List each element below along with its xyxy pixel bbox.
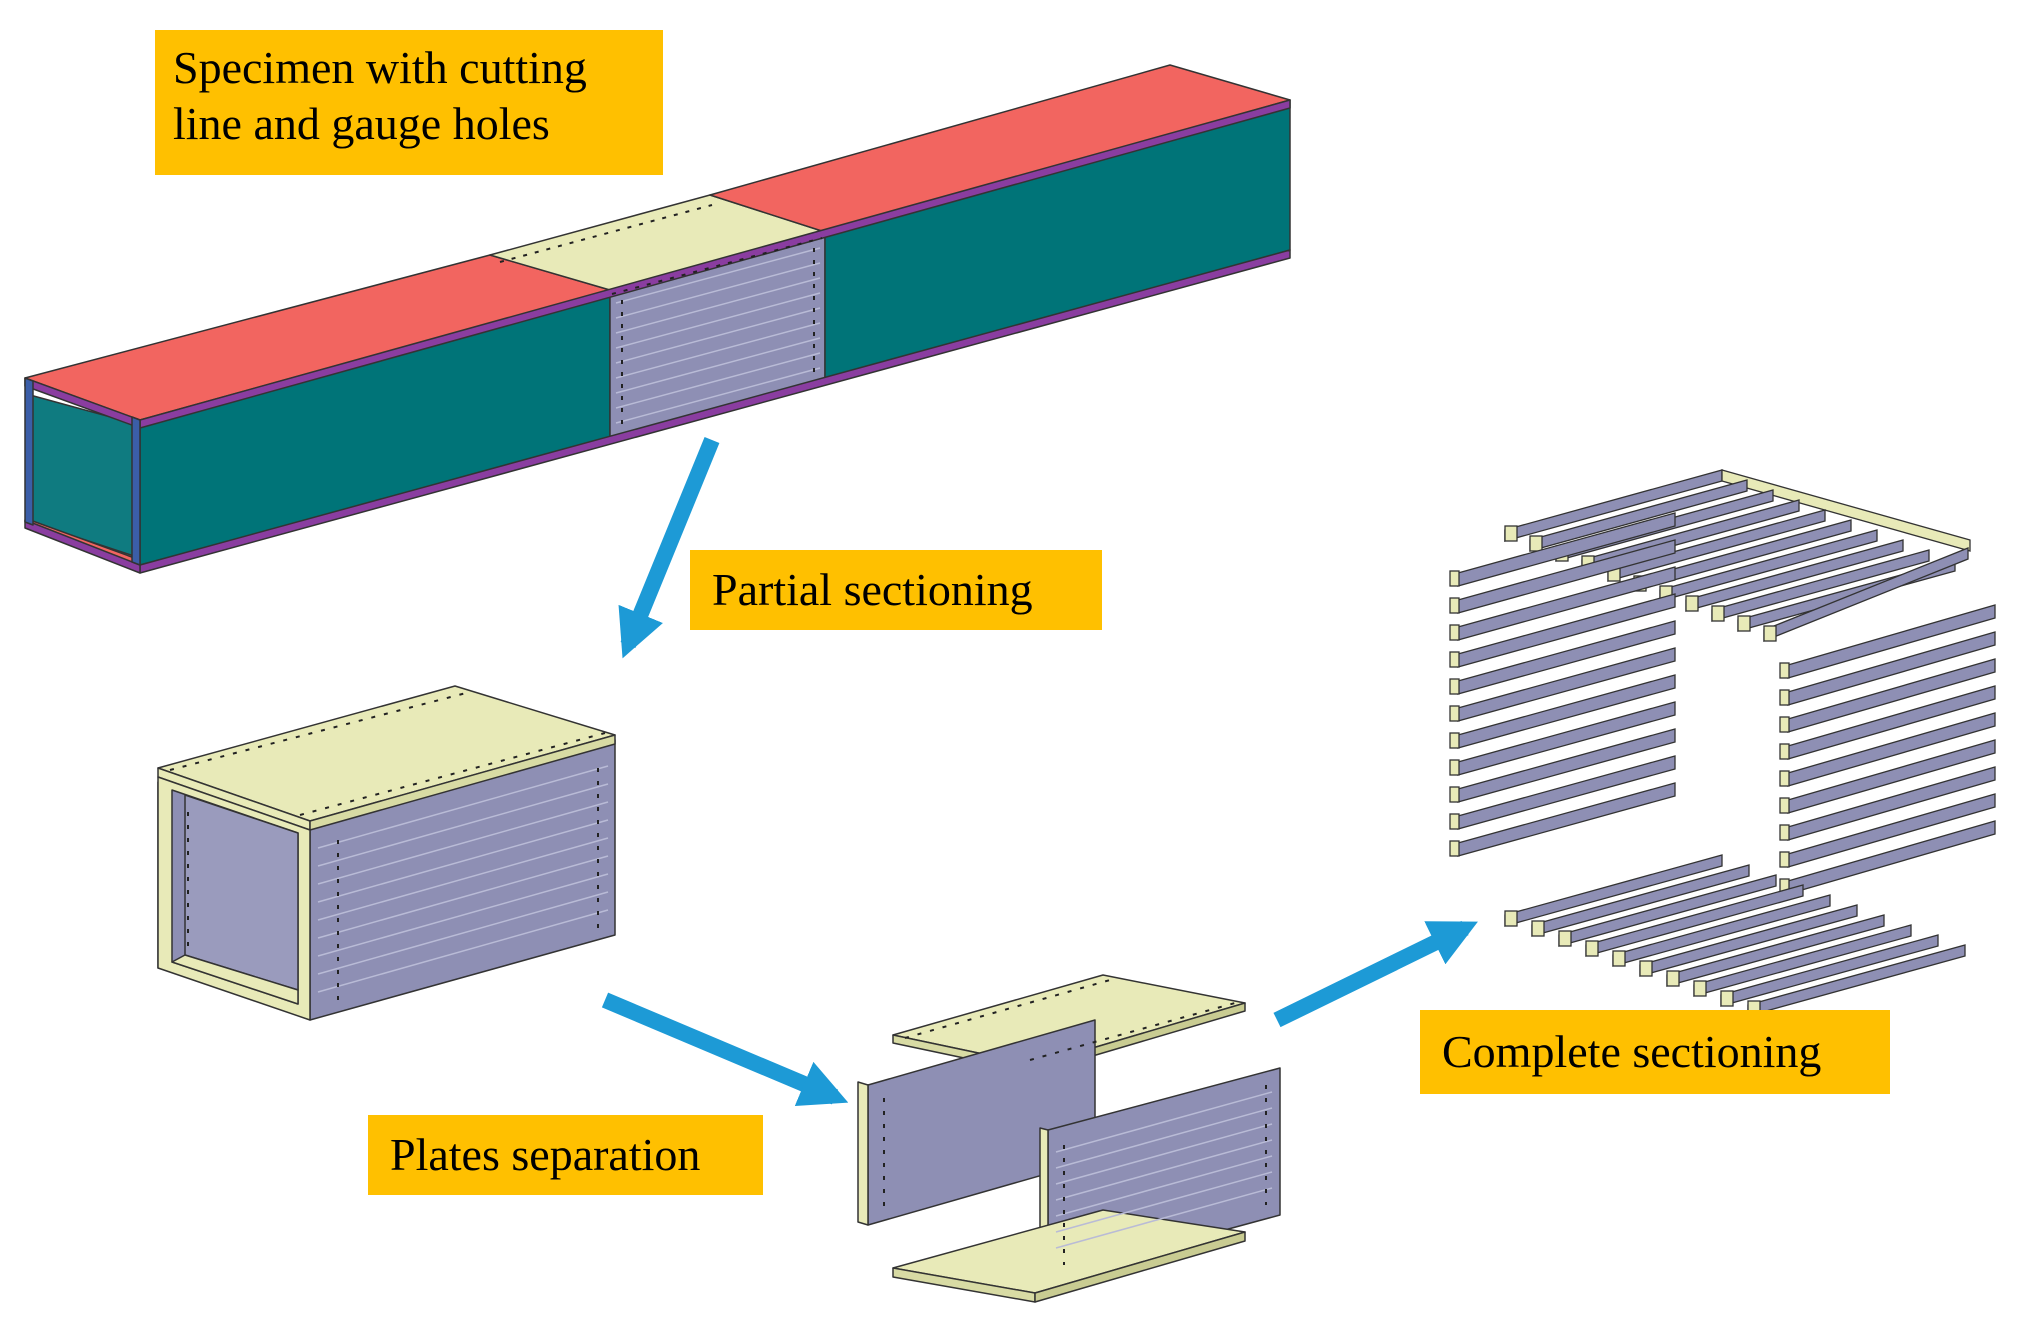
label-partial-sectioning: Partial sectioning <box>690 550 1102 630</box>
partial-gauge-lines <box>317 765 609 993</box>
label-complete-sectioning: Complete sectioning <box>1420 1010 1890 1094</box>
strips-bottom <box>1504 854 1966 1017</box>
strips-top <box>1504 469 1971 642</box>
specimen-tube <box>24 64 1291 574</box>
partial-section-tube <box>157 685 616 1021</box>
separated-holes <box>883 979 1267 1265</box>
specimen-end-right-edge <box>131 416 141 566</box>
arrow-right-down-icon <box>601 992 849 1107</box>
specimen-end-left-edge <box>24 377 34 526</box>
label-specimen-line1: Specimen with cutting <box>173 42 587 93</box>
label-specimen-line2: line and gauge holes <box>173 98 550 150</box>
strips-right-caps <box>1779 662 1790 895</box>
specimen-holes <box>499 204 823 432</box>
specimen-gauge-lines <box>615 247 821 424</box>
strips-top-caps <box>1504 525 1777 642</box>
strips-bottom-caps <box>1504 910 1761 1017</box>
strips-left-caps <box>1449 570 1460 857</box>
label-specimen: Specimen with cutting line and gauge hol… <box>155 30 663 175</box>
separated-gauge-lines <box>1055 1091 1273 1249</box>
strips-right-web <box>1787 604 1996 895</box>
arrow-down-left-icon <box>618 436 720 659</box>
label-plates-separation: Plates separation <box>368 1115 763 1195</box>
separated-plates <box>857 974 1281 1303</box>
arrow-up-right-icon <box>1273 920 1478 1028</box>
partial-holes <box>169 691 606 1008</box>
